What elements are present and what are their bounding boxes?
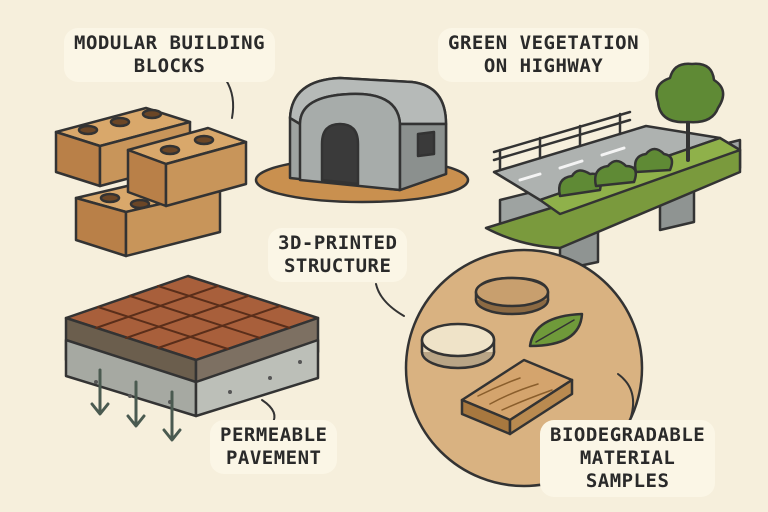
label-3d-printed-structure: 3D-PRINTED STRUCTURE: [268, 228, 408, 282]
label-line: SAMPLES: [585, 470, 670, 492]
label-line: MODULAR BUILDING: [74, 32, 266, 54]
tree-icon: [655, 62, 725, 162]
label-green-vegetation: GREEN VEGETATION ON HIGHWAY: [438, 28, 650, 82]
label-line: GREEN VEGETATION: [448, 32, 640, 54]
paver-block-icon: [64, 274, 320, 442]
highway-bridge-icon: [484, 62, 742, 272]
label-line: ON HIGHWAY: [483, 55, 604, 77]
label-biodegradable-samples: BIODEGRADABLE MATERIAL SAMPLES: [540, 420, 716, 497]
label-line: PERMEABLE: [220, 424, 328, 446]
label-line: BIODEGRADABLE: [550, 424, 706, 446]
dome-shelter-icon: [254, 76, 470, 204]
label-line: BLOCKS: [133, 55, 206, 77]
shrub-icon: [558, 147, 674, 198]
label-line: STRUCTURE: [283, 255, 392, 277]
leaf-icon: [528, 312, 584, 348]
drain-arrow-icon: [90, 368, 182, 442]
label-line: MATERIAL: [579, 447, 676, 469]
label-modular-building-blocks: MODULAR BUILDING BLOCKS: [64, 28, 276, 82]
label-line: PAVEMENT: [225, 447, 322, 469]
brick-stack-icon: [54, 106, 248, 258]
label-line: 3D-PRINTED: [278, 232, 398, 254]
label-permeable-pavement: PERMEABLE PAVEMENT: [210, 420, 338, 474]
material-samples-icon: [404, 248, 644, 488]
